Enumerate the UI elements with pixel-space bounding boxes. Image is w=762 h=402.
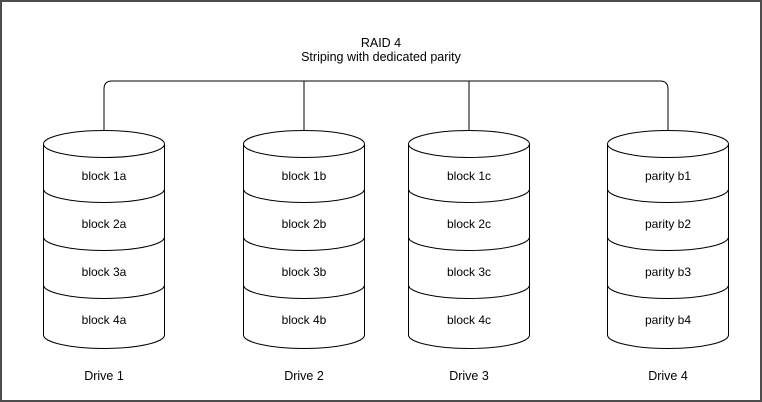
cylinder-shape [43, 130, 165, 349]
block-label: block 1a [81, 169, 127, 183]
diagram-subtitle: Striping with dedicated parity [301, 50, 461, 64]
block-label: block 3b [281, 265, 327, 279]
block-label: block 1c [446, 169, 492, 183]
diagram-title: RAID 4 [360, 36, 402, 50]
block-label: block 1b [281, 169, 327, 183]
cylinder-shape [408, 130, 530, 349]
block-label: parity b1 [644, 169, 692, 183]
drive-label: Drive 3 [449, 369, 489, 383]
cylinder-shape [607, 130, 729, 349]
drive-label: Drive 1 [84, 369, 124, 383]
block-label: parity b3 [644, 265, 692, 279]
block-label: block 2c [446, 217, 492, 231]
drive-4-cylinder: parity b1 parity b2 parity b3 parity b4 [607, 130, 729, 349]
block-label: block 4c [446, 313, 492, 327]
drive-1-cylinder: block 1a block 2a block 3a block 4a [43, 130, 165, 349]
block-label: block 4b [281, 313, 327, 327]
drive-2-cylinder: block 1b block 2b block 3b block 4b [243, 130, 365, 349]
cylinder-shape [243, 130, 365, 349]
drive-label: Drive 4 [648, 369, 688, 383]
block-label: block 3a [81, 265, 127, 279]
drive-3-cylinder: block 1c block 2c block 3c block 4c [408, 130, 530, 349]
block-label: block 2b [281, 217, 327, 231]
block-label: block 3c [446, 265, 492, 279]
diagram-title-block: RAID 4 Striping with dedicated parity [2, 36, 760, 64]
drive-label: Drive 2 [284, 369, 324, 383]
block-label: parity b4 [644, 313, 692, 327]
block-label: parity b2 [644, 217, 692, 231]
block-label: block 4a [81, 313, 127, 327]
block-label: block 2a [81, 217, 127, 231]
